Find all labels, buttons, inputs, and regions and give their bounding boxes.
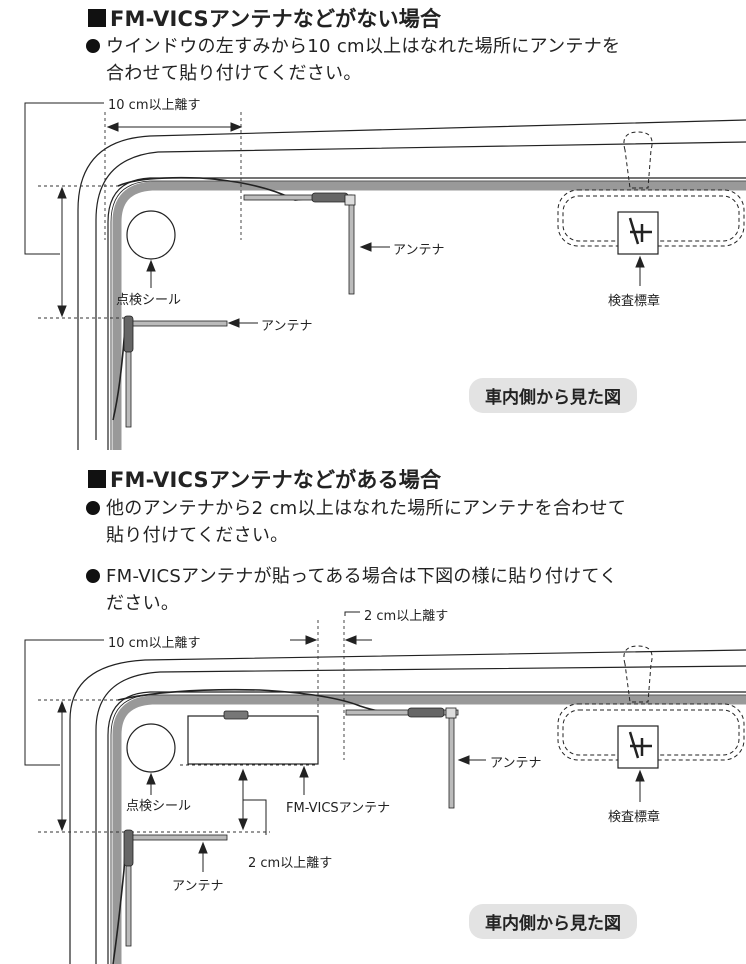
inspection-sticker [126, 723, 176, 773]
dist-label-10cm: 10 cm以上離す [108, 636, 201, 651]
antenna-label-top: アンテナ [393, 243, 445, 258]
section2-bullet1-line2: 貼り付けてください。 [106, 525, 289, 546]
glass-edge-band [112, 181, 746, 450]
section1-bullet1-line1: ウインドウの左すみから10 cm以上はなれた場所にアンテナを [106, 36, 621, 57]
antenna-vertical-element [448, 715, 455, 809]
mirror-stay-dashed [623, 131, 653, 189]
antenna-top-element [345, 709, 459, 716]
dist-bracket [24, 639, 104, 766]
section1-heading-text: FM-VICSアンテナなどがない場合 [110, 7, 442, 31]
gap-label-top: 2 cm以上離す [364, 609, 449, 624]
section2-heading: FM-VICSアンテナなどがある場合 [88, 464, 441, 494]
square-bullet-icon [88, 470, 106, 488]
antenna-label-left: アンテナ [261, 319, 313, 334]
section1-bullet-1: ウインドウの左すみから10 cm以上はなれた場所にアンテナを 合わせて貼り付けて… [86, 33, 746, 87]
gap-label-bottom: 2 cm以上離す [248, 856, 333, 871]
window-frame-inner [95, 141, 746, 440]
bullet-dot-icon [86, 569, 100, 583]
section2-heading-text: FM-VICSアンテナなどがある場合 [110, 468, 442, 492]
dist-bracket [24, 102, 104, 255]
glass-edge-band [112, 695, 746, 964]
bullet-dot-icon [86, 501, 100, 515]
section1-heading: FM-VICSアンテナなどがない場合 [88, 3, 441, 33]
section1-bullet1-line2: 合わせて貼り付けてください。 [106, 63, 362, 84]
antenna-left-element [130, 834, 228, 841]
antenna-top-amp [407, 707, 445, 718]
bullet-dot-icon [86, 39, 100, 53]
mirror-stay-dashed [623, 645, 653, 703]
section2-bullet-2: FM-VICSアンテナが貼ってある場合は下図の様に貼り付けてく ださい。 [86, 563, 746, 617]
window-frame-inner [95, 665, 746, 964]
inspection-sticker [126, 210, 176, 260]
section2-bullet2-line1: FM-VICSアンテナが貼ってある場合は下図の様に貼り付けてく [106, 566, 618, 587]
badge-label: 検査標章 [608, 294, 661, 309]
badge-label: 検査標章 [608, 810, 661, 825]
antenna-label-right: アンテナ [490, 756, 542, 771]
fmvics-label: FM-VICSアンテナ [286, 801, 391, 816]
view-label-badge: 車内側から見た図 [469, 378, 637, 413]
sticker-label: 点検シール [116, 293, 182, 308]
section2-bullet-1: 他のアンテナから2 cm以上はなれた場所にアンテナを合わせて 貼り付けてください… [86, 495, 746, 549]
antenna-label-bottom: アンテナ [172, 879, 224, 894]
dist-label-10cm: 10 cm以上離す [108, 98, 201, 113]
badge-mark-icon [628, 217, 652, 245]
square-bullet-icon [88, 9, 106, 27]
antenna-left-amp [123, 829, 134, 867]
badge-mark-icon [628, 731, 652, 759]
sticker-label: 点検シール [126, 799, 192, 814]
window-frame-outer [69, 649, 746, 964]
fmvics-antenna [187, 715, 319, 765]
section2-bullet2-line2: ださい。 [106, 593, 180, 614]
view-label-badge: 車内側から見た図 [469, 904, 637, 939]
window-frame-outer [77, 119, 746, 450]
section2-bullet1-line1: 他のアンテナから2 cm以上はなれた場所にアンテナを合わせて [106, 498, 627, 519]
